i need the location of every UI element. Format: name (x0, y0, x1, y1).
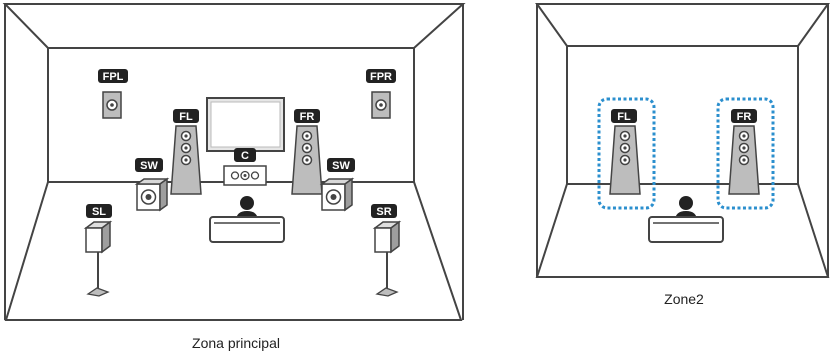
speaker-label-sr: SR (371, 204, 397, 218)
speaker-label-fpr: FPR (366, 69, 396, 83)
svg-text:FL: FL (617, 111, 631, 123)
zone2-room (535, 3, 830, 278)
svg-text:FR: FR (300, 111, 315, 123)
main-zone-caption: Zona principal (192, 335, 280, 351)
highlight-outline-fr (716, 97, 775, 210)
highlight-outline-fl (597, 97, 656, 210)
speaker-label-fpl: FPL (98, 69, 128, 83)
zone2-speaker-label-fl: FL (611, 109, 637, 123)
speaker-fpr: FPR (366, 69, 396, 119)
svg-text:SW: SW (332, 160, 350, 172)
svg-text:SL: SL (92, 206, 106, 218)
speaker-fr: FR (291, 109, 323, 195)
svg-text:FPR: FPR (370, 71, 392, 83)
speaker-sl: SL (85, 204, 112, 297)
speaker-sw-right: SW (321, 158, 355, 211)
speaker-label-fr: FR (294, 109, 320, 123)
listener-sofa (209, 195, 285, 243)
svg-text:FL: FL (179, 111, 193, 123)
speaker-label-c: C (234, 148, 256, 162)
zone2-caption: Zone2 (664, 291, 704, 307)
main-zone: FPL FPR FL FR (2, 3, 466, 351)
main-zone-room (2, 3, 466, 321)
speaker-fpl: FPL (98, 69, 128, 119)
svg-text:C: C (241, 150, 249, 162)
zone2-speaker-fr: FR (716, 97, 775, 210)
zone2-speaker-label-fr: FR (731, 109, 757, 123)
speaker-sw-left: SW (135, 158, 168, 211)
tv-screen (206, 97, 285, 152)
speaker-c: C (223, 148, 267, 186)
speaker-sr: SR (371, 204, 400, 297)
speaker-label-sl: SL (86, 204, 112, 218)
speaker-label-sw-right: SW (327, 158, 355, 172)
zone2-speaker-fl: FL (597, 97, 656, 210)
zone2-listener-sofa (648, 195, 724, 243)
svg-text:SW: SW (140, 160, 158, 172)
zone2: FL FR Zone2 (535, 3, 830, 307)
speaker-label-fl: FL (173, 109, 199, 123)
svg-text:SR: SR (376, 206, 391, 218)
svg-text:FR: FR (737, 111, 752, 123)
svg-text:FPL: FPL (103, 71, 124, 83)
speaker-label-sw-left: SW (135, 158, 163, 172)
speaker-fl: FL (170, 109, 202, 195)
